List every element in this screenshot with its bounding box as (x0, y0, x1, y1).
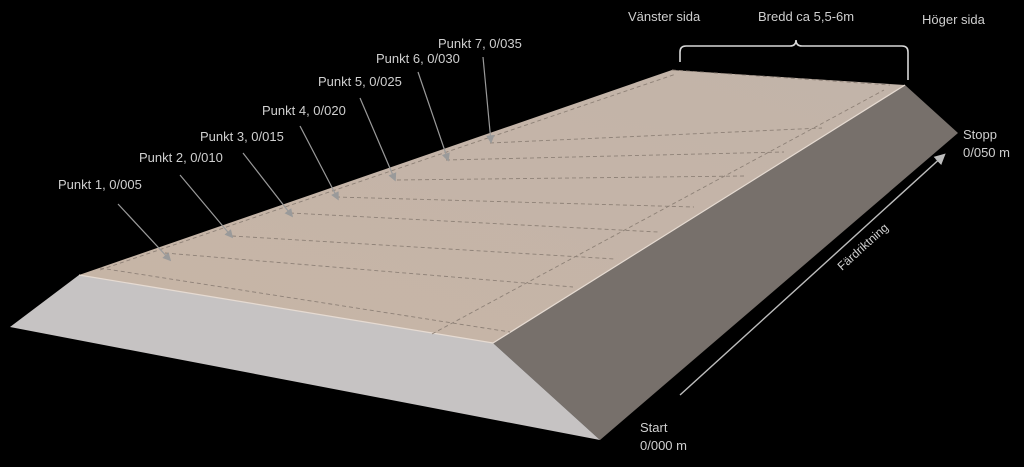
cross-section-lines (99, 69, 891, 333)
width-bracket (679, 39, 909, 80)
point-5-label: Punkt 5, 0/025 (318, 74, 402, 89)
stop-chainage: 0/050 m (963, 145, 1010, 160)
point-1-arrow (117, 203, 172, 262)
cross-line-0 (99, 267, 511, 333)
road-right-slope (493, 85, 958, 440)
cross-line-3 (289, 212, 659, 233)
right-side-label: Höger sida (922, 12, 986, 27)
direction-arrow (679, 153, 946, 396)
point-6-arrow (417, 71, 450, 162)
point-4-label: Punkt 4, 0/020 (262, 103, 346, 118)
point-3-label: Punkt 3, 0/015 (200, 129, 284, 144)
cross-line-5 (396, 175, 745, 181)
point-6-label: Punkt 6, 0/030 (376, 51, 460, 66)
road-top-edge (78, 84, 906, 344)
start-chainage: 0/000 m (640, 438, 687, 453)
longitudinal-lines (99, 73, 885, 335)
point-labels: Punkt 1, 0/005 Punkt 2, 0/010 Punkt 3, 0… (58, 36, 522, 192)
cross-line-6 (445, 151, 785, 161)
cross-line-4 (335, 196, 695, 208)
start-label: Start (640, 420, 668, 435)
point-2-arrow (179, 174, 234, 239)
left-side-label: Vänster sida (628, 9, 701, 24)
stop-label: Stopp (963, 127, 997, 142)
point-1-label: Punkt 1, 0/005 (58, 177, 142, 192)
point-7-arrow (482, 56, 495, 144)
cross-line-1 (164, 252, 574, 288)
cross-line-2 (231, 235, 616, 260)
width-label: Bredd ca 5,5-6m (758, 9, 854, 24)
long-line-left (99, 73, 677, 271)
road-front-face (10, 275, 600, 440)
point-arrows (117, 56, 495, 262)
point-5-arrow (359, 97, 397, 182)
road-top-surface (79, 70, 905, 343)
cross-line-8 (671, 69, 891, 86)
cross-line-7 (489, 127, 823, 144)
point-7-label: Punkt 7, 0/035 (438, 36, 522, 51)
long-line-right (431, 89, 885, 335)
point-3-arrow (242, 152, 294, 218)
point-4-arrow (299, 125, 339, 201)
point-2-label: Punkt 2, 0/010 (139, 150, 223, 165)
